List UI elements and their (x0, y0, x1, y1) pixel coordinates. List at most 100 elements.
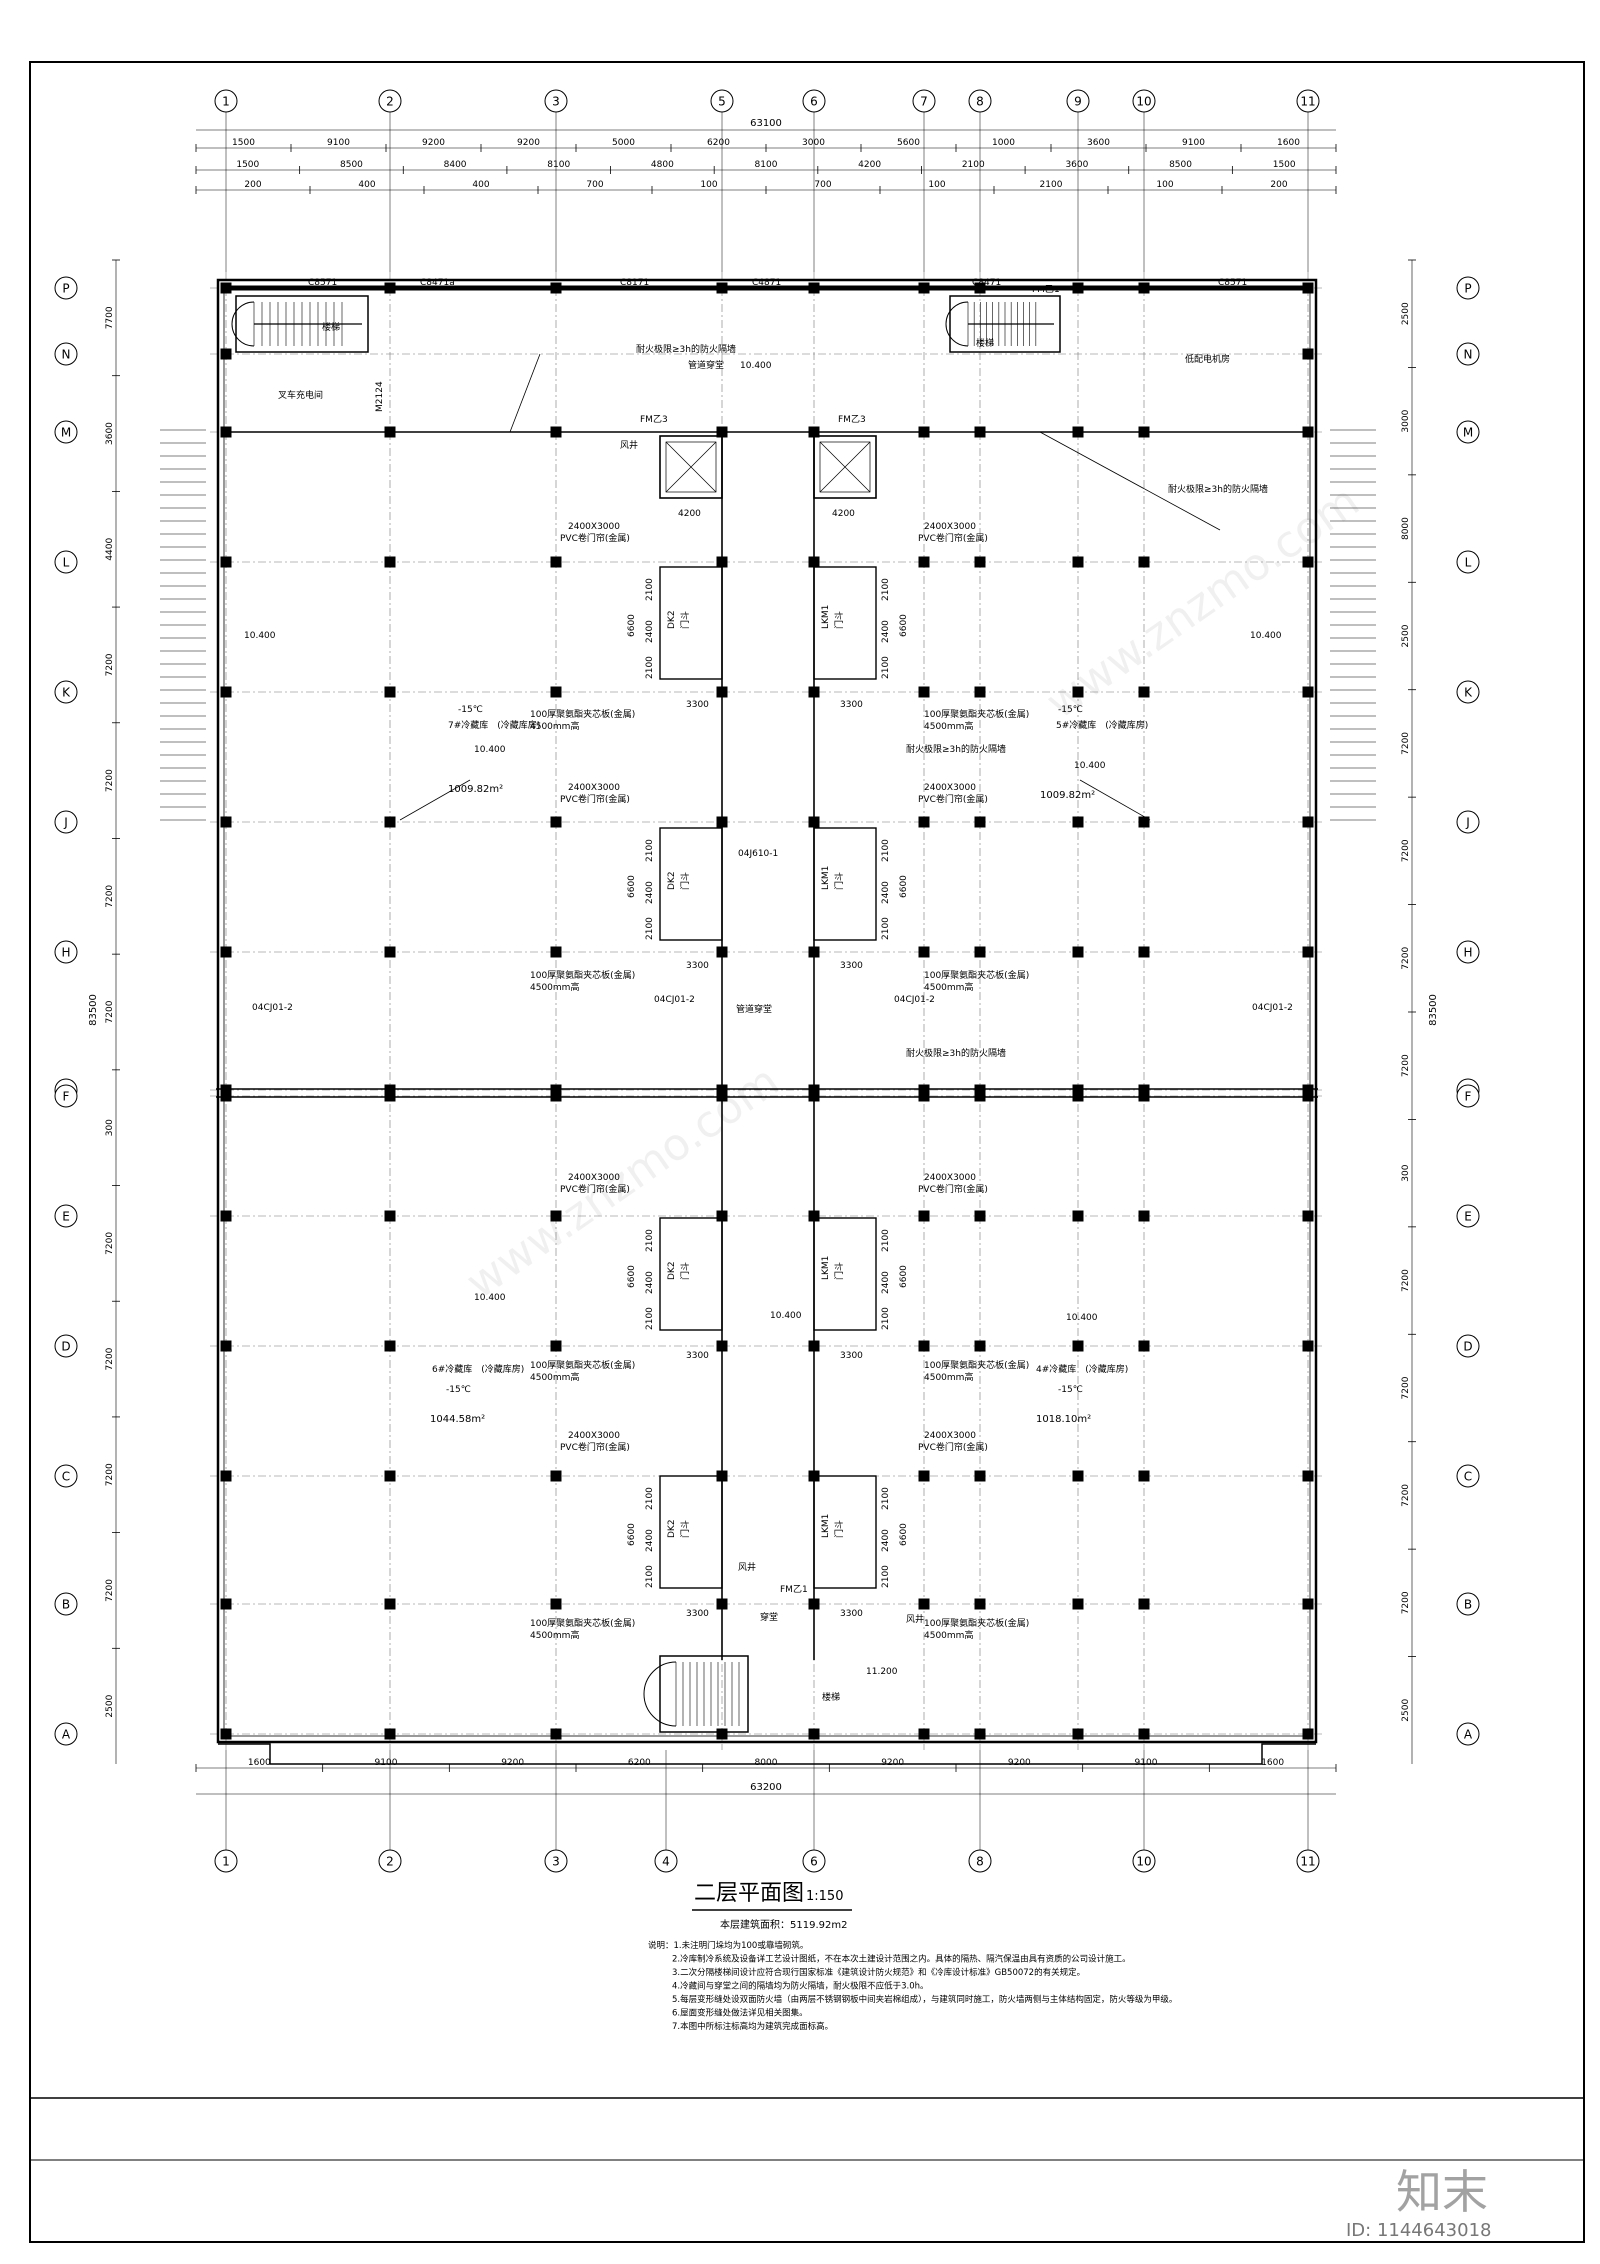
structural-column (220, 348, 232, 360)
axis-circle (654, 1849, 678, 1873)
axis-bubble: J (54, 810, 78, 834)
dim-value: 7200 (1401, 1484, 1411, 1507)
vestibule-label: 门斗 (679, 611, 691, 629)
dim-value: 9200 (881, 1758, 904, 1768)
axis-bubble: 10 (1132, 89, 1156, 113)
dim-value: 2500 (105, 1694, 115, 1717)
vestibule-frame (659, 1475, 723, 1589)
watermark-logo: 知末 (1396, 2165, 1488, 2219)
axis-label: 7 (920, 95, 928, 109)
stair-label: 楼梯 (822, 1691, 840, 1703)
axis-circle (1296, 1849, 1320, 1873)
structural-column (384, 426, 396, 438)
wall-height: 4500mm高 (530, 720, 579, 732)
dim-value: 7200 (1401, 732, 1411, 755)
dim-vertical: 6600 (627, 875, 637, 898)
note-line: 5.每层变形缝处设双面防火墙（由两层不锈钢钢板中间夹岩棉组成），与建筑同时施工，… (672, 1994, 1177, 2005)
door-label: C8471 (972, 278, 1001, 288)
door-size: 2400X3000 (568, 1173, 620, 1183)
structural-column (1138, 1084, 1150, 1096)
elevator-car (819, 441, 871, 493)
cold-room-7-temp: -15℃ (458, 705, 483, 715)
wind-shaft: 风井 (906, 1613, 924, 1625)
cold-room-7-area: 1009.82m² (448, 784, 503, 795)
structural-column (918, 946, 930, 958)
drawing-scale: 1:150 (806, 1889, 843, 1904)
vestibule-dim: 3300 (840, 1351, 863, 1361)
structural-column (918, 1470, 930, 1482)
dim-value: 4400 (105, 538, 115, 561)
structural-column (974, 816, 986, 828)
cold-room-5-elev: 10.400 (1074, 761, 1106, 771)
structural-column (974, 1084, 986, 1096)
dim-value: 8500 (1169, 160, 1192, 170)
axis-label: 6 (810, 1855, 818, 1869)
dim-value: 7200 (105, 1232, 115, 1255)
structural-column (974, 556, 986, 568)
structural-column (808, 1084, 820, 1096)
axis-bubble: N (54, 342, 78, 366)
structural-column (1302, 816, 1314, 828)
stair-label: 楼梯 (322, 321, 340, 333)
vestibule-label: 门斗 (833, 1262, 845, 1280)
vestibule-label: 门斗 (833, 1520, 845, 1538)
fire-wall-note: 耐火极限≥3h的防火隔墙 (906, 1047, 1006, 1059)
structural-column (808, 1598, 820, 1610)
axis-bubble: 7 (912, 89, 936, 113)
structural-column (384, 1084, 396, 1096)
dim-value: 7200 (105, 885, 115, 908)
axis-label: C (1464, 1470, 1472, 1484)
charging-room: 叉车充电间 (278, 389, 323, 401)
stair-landing (643, 1661, 677, 1727)
door-vestibule: 门斗DK22400X3000PVC卷门帘(金属)3300100厚聚氨酯夹芯板(金… (530, 783, 723, 993)
dim-value: 9100 (327, 138, 350, 148)
structural-column (716, 1340, 728, 1352)
design-notes: 说明：1.未注明门垛均为100或靠墙砌筑。2.冷库制冷系统及设备详工艺设计图纸，… (648, 1940, 1177, 2032)
structural-column (550, 426, 562, 438)
door-size: 2400X3000 (568, 783, 620, 793)
axis-label: 3 (552, 95, 560, 109)
structural-column (1138, 426, 1150, 438)
door-type: PVC卷门帘(金属) (560, 793, 630, 805)
door-type: PVC卷门帘(金属) (560, 532, 630, 544)
stair (945, 295, 1061, 353)
axis-circle (54, 1204, 78, 1228)
dim-value: 7200 (105, 1000, 115, 1023)
dim-value: 7200 (1401, 839, 1411, 862)
axis-circle (214, 1849, 238, 1873)
dim-vertical: 2400 (645, 1271, 655, 1294)
axis-bubble: F (54, 1084, 78, 1108)
dim-vertical: 6600 (627, 614, 637, 637)
axis-bubble: M (54, 420, 78, 444)
door-size: 2400X3000 (924, 1173, 976, 1183)
axis-bubble: B (54, 1592, 78, 1616)
axis-label: J (1465, 816, 1470, 830)
axis-bubble: 2 (378, 1849, 402, 1873)
dim-value: 2500 (1401, 1699, 1411, 1722)
watermark-url: www.znzmo.com (457, 1056, 788, 1309)
door-type: PVC卷门帘(金属) (560, 1441, 630, 1453)
pipe-corridor: 管道穿堂 (688, 359, 724, 371)
outer-wall (216, 278, 1318, 1744)
structural-column (220, 1084, 232, 1096)
leader-line (399, 779, 471, 821)
door-size: 2400X3000 (568, 1431, 620, 1441)
axis-label: P (1464, 282, 1471, 296)
dim-value: 7200 (105, 653, 115, 676)
axis-circle (1296, 89, 1320, 113)
fmz1-label: FM乙1 (1032, 284, 1060, 295)
door-vestibule: 门斗LKM12400X3000PVC卷门帘(金属)3300100厚聚氨酯夹芯板(… (813, 1431, 1029, 1641)
axis-bubble: M (1456, 420, 1480, 444)
axis-label: H (61, 946, 70, 960)
axis-bubble: P (54, 276, 78, 300)
axis-label: K (1464, 686, 1473, 700)
vestibule-dim: 3300 (840, 961, 863, 971)
structural-column (974, 1598, 986, 1610)
axis-bubble: 9 (1066, 89, 1090, 113)
dim-vertical: 2100 (645, 1487, 655, 1510)
stair-outline (235, 295, 369, 353)
structural-column (808, 426, 820, 438)
structural-column (716, 686, 728, 698)
door-vestibule: 门斗LKM12400X3000PVC卷门帘(金属)3300100厚聚氨酯夹芯板(… (813, 783, 1029, 993)
